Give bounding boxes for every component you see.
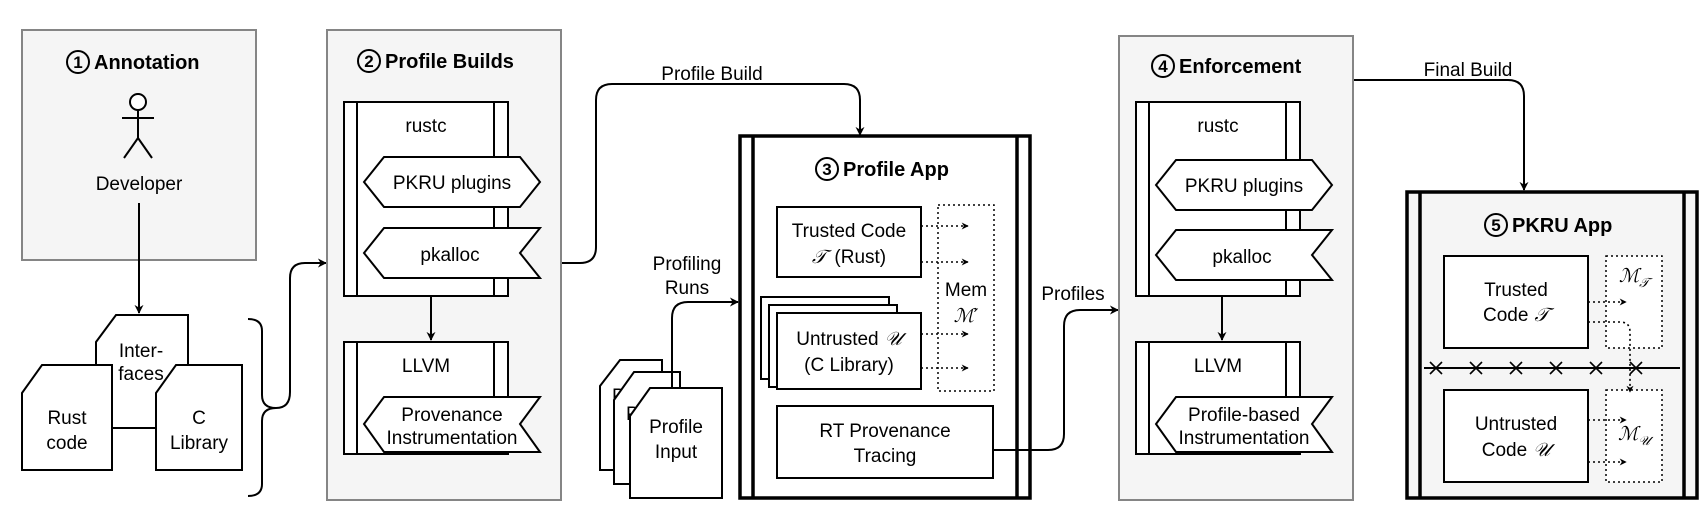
provenance-instrumentation-line1: Provenance (401, 405, 502, 426)
step-5-badge (1484, 213, 1508, 237)
step-2-badge (357, 49, 381, 73)
profile-input-line2: Input (655, 442, 698, 463)
enforcement-pkalloc-tag (1154, 229, 1335, 281)
pkru-untrusted-code-box (1443, 389, 1589, 483)
pkru-untrusted-memory (1605, 389, 1663, 483)
edge-inputs-to-profile-builds (275, 258, 327, 409)
edge-profile-build (562, 83, 865, 264)
rustc-label: rustc (405, 116, 446, 137)
barb-mark (1589, 361, 1603, 375)
step-5-number: 5 (1491, 216, 1500, 235)
barbed-wire-barbs (1429, 361, 1643, 375)
profile-based-instrumentation-tag (1154, 396, 1334, 453)
pkru-trusted-memory (1605, 255, 1663, 349)
interfaces-label-line2: faces (118, 364, 163, 385)
profile-builds-stage: 2 Profile Builds rustc PKRU plugins pkal… (326, 29, 562, 501)
profile-input-line1: Profile (649, 417, 703, 438)
inputs-brace (247, 318, 277, 497)
untrusted-code-prefix: Untrusted (796, 329, 878, 350)
rt-provenance-line2: Tracing (854, 446, 917, 467)
profiling-runs-label-line2: Runs (665, 278, 709, 299)
rt-provenance-line1: RT Provenance (819, 421, 950, 442)
profile-input-stack: P P Profile Input (599, 359, 723, 499)
step-1-badge (66, 50, 90, 74)
mem-symbol: ℳ′ (954, 305, 979, 327)
step-4-badge (1151, 54, 1175, 78)
memory-region (937, 204, 995, 392)
edge-profiling-runs (671, 297, 739, 388)
developer-actor-icon (122, 93, 154, 159)
profile-app-title: Profile App (843, 159, 949, 181)
profile-builds-title: Profile Builds (385, 51, 514, 73)
barb-mark (1549, 361, 1563, 375)
developer-label: Developer (96, 174, 183, 195)
enforcement-pkru-plugins-tag (1154, 159, 1334, 211)
step-3-badge (815, 157, 839, 181)
enforcement-pkru-plugins-label: PKRU plugins (1185, 176, 1303, 197)
pkru-trusted-prefix: Code (1483, 305, 1528, 326)
pkru-plugins-label: PKRU plugins (393, 173, 511, 194)
pkru-mem-untrusted-base: ℳ (1618, 423, 1641, 445)
barb-mark (1629, 361, 1643, 375)
pkru-plugins-tag (362, 156, 542, 208)
pkru-untrusted-symbol: 𝒰 (1533, 439, 1555, 461)
enforcement-pkalloc-label: pkalloc (1212, 247, 1271, 268)
provenance-instrumentation-tag (362, 396, 542, 453)
profile-app-stage: 3 Profile App Trusted Code 𝒯(Rust) Untru… (738, 134, 1032, 500)
profiles-edge-label: Profiles (1041, 284, 1104, 305)
untrusted-code-symbol: 𝒰 (885, 328, 907, 350)
pkru-trusted-line1: Trusted (1484, 280, 1548, 301)
barb-mark (1469, 361, 1483, 375)
pkru-untrusted-prefix: Code (1482, 440, 1527, 461)
trusted-code-line2: 𝒯(Rust) (812, 246, 886, 268)
edge-final-build (1354, 79, 1529, 191)
pkru-trusted-to-untrusted-memory-arrow (1588, 321, 1634, 393)
profile-input-card-front (629, 387, 723, 499)
enforcement-rustc-label: rustc (1197, 116, 1238, 137)
trusted-code-suffix: (Rust) (834, 247, 886, 268)
untrusted-code-line2: (C Library) (804, 355, 894, 376)
rust-code-card (21, 364, 113, 471)
untrusted-code-line1: Untrusted 𝒰 (796, 328, 906, 350)
step-4-number: 4 (1158, 57, 1168, 76)
enforcement-llvm-label: LLVM (1194, 356, 1242, 377)
interfaces-label-line1: Inter- (119, 341, 163, 362)
pkalloc-tag (362, 227, 543, 279)
pkalloc-label: pkalloc (420, 245, 479, 266)
rt-provenance-tracing-box (776, 405, 994, 479)
trusted-code-line1: Trusted Code (792, 221, 906, 242)
step-1-number: 1 (73, 53, 82, 72)
barb-mark (1509, 361, 1523, 375)
c-library-card (155, 364, 243, 471)
profile-based-instrumentation-line1: Profile-based (1188, 405, 1300, 426)
rust-code-label-line2: code (46, 433, 87, 454)
step-3-number: 3 (822, 160, 831, 179)
pkru-untrusted-line2: Code 𝒰 (1482, 439, 1555, 461)
pkru-untrusted-line1: Untrusted (1475, 414, 1557, 435)
trusted-code-box (776, 206, 922, 278)
enforcement-stage: 4 Enforcement rustc PKRU plugins pkalloc… (1118, 35, 1354, 501)
rust-code-label-line1: Rust (47, 408, 87, 429)
c-library-label-line1: C (192, 408, 206, 429)
pkru-app-title: PKRU App (1512, 215, 1612, 237)
profile-based-instrumentation-line2: Instrumentation (1179, 428, 1310, 449)
barb-mark (1429, 361, 1443, 375)
untrusted-code-box (776, 312, 922, 390)
mem-label: Mem (945, 280, 987, 301)
pkru-mem-trusted-base: ℳ (1619, 265, 1642, 287)
llvm-label: LLVM (402, 356, 450, 377)
profiling-runs-label-line1: Profiling (653, 254, 722, 275)
provenance-instrumentation-line2: Instrumentation (387, 428, 518, 449)
c-library-label-line2: Library (170, 433, 229, 454)
final-build-edge-label: Final Build (1424, 60, 1513, 81)
pkru-trusted-code-box (1443, 255, 1589, 349)
enforcement-title: Enforcement (1179, 56, 1302, 78)
annotation-title: Annotation (94, 52, 200, 74)
profile-build-edge-label: Profile Build (661, 64, 762, 85)
step-2-number: 2 (364, 52, 373, 71)
edge-profiles (993, 305, 1119, 451)
